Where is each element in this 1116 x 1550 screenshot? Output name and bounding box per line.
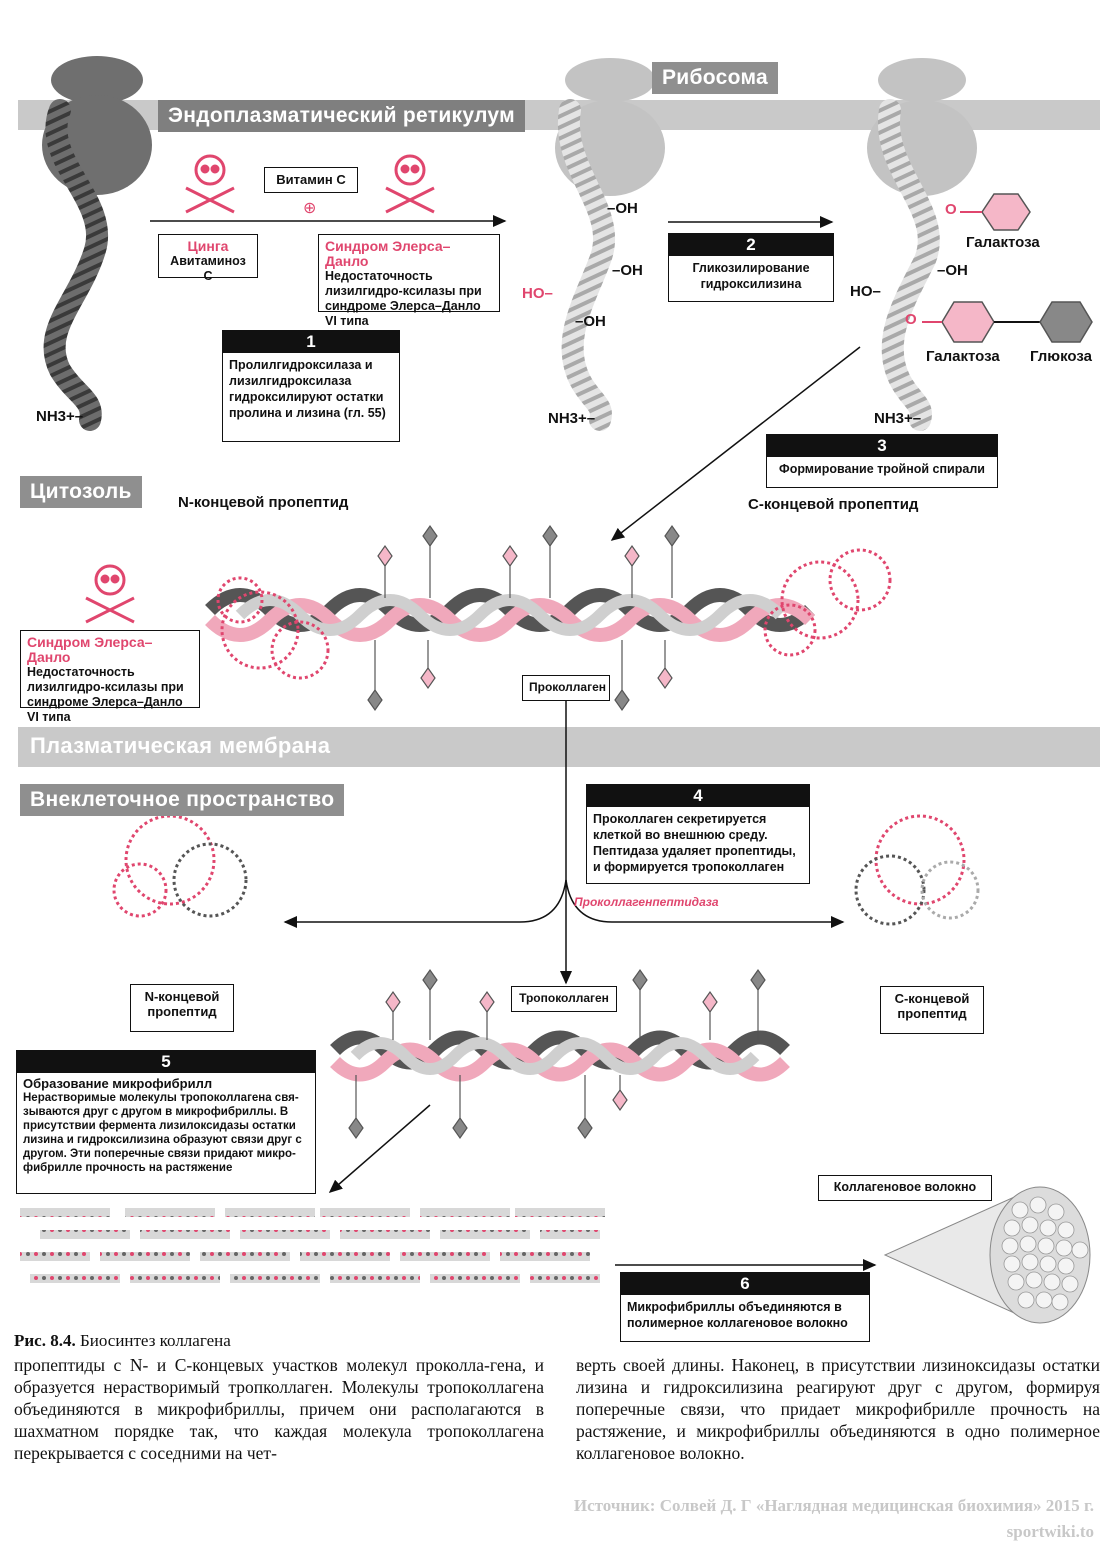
nh3-left: NH3+– <box>36 408 84 425</box>
caption-label: Рис. 8.4. <box>14 1331 76 1350</box>
arrow-to-c-propeptide <box>565 879 845 928</box>
n-propeptide-label: N-концевой пропептид <box>178 494 349 511</box>
step-1-box: 1 Пролилгидроксилаза и лизилгидроксилаза… <box>222 330 400 442</box>
n-propeptide-free <box>112 814 248 918</box>
arrow-to-n-propeptide <box>283 879 567 928</box>
plus-sign: ⊕ <box>303 200 317 217</box>
enzyme-label: Проколлагенпептидаза <box>574 895 719 909</box>
source-note: Источник: Солвей Д. Г «Наглядная медицин… <box>573 1496 1094 1515</box>
galactose-label: Галактоза <box>926 348 1000 365</box>
vitamin-c-box: Витамин С <box>264 167 358 193</box>
step-4-box: 4 Проколлаген секретируется клеткой во в… <box>586 784 810 884</box>
oh-label: –OH <box>937 262 968 279</box>
er-label: Эндоплазматический ретикулум <box>158 100 525 132</box>
eds-box-top: Синдром Элерса–Данло Недостаточность лиз… <box>318 234 500 328</box>
body-text-right: верть своей длины. Наконец, в присутстви… <box>576 1355 1100 1463</box>
extracellular-label: Внеклеточное пространство <box>20 784 345 816</box>
nh3-right: NH3+– <box>874 410 922 427</box>
microfibril-array <box>20 1208 605 1283</box>
ho-label: HO– <box>522 285 553 302</box>
membrane-band <box>18 727 1100 767</box>
site-name: sportwiki.to <box>1006 1522 1094 1541</box>
nh3-middle: NH3+– <box>548 410 596 427</box>
caption-text: Биосинтез коллагена <box>79 1331 231 1350</box>
step-5-title: Образование микрофибрилл <box>23 1076 213 1091</box>
ho-label: HO– <box>850 283 881 300</box>
scurvy-box: Цинга Авитаминоз С <box>158 234 258 283</box>
n-propeptide-globule <box>216 576 330 680</box>
galactose-hexagon <box>981 193 1031 231</box>
procollagen-triple-helix <box>205 524 892 712</box>
oh-label: –OH <box>575 313 606 330</box>
ribosome-label: Рибосома <box>652 62 779 94</box>
step-5-box: 5 Образование микрофибрилл Нерастворимые… <box>16 1050 316 1194</box>
skull-icon <box>385 154 435 214</box>
c-propeptide-free <box>854 814 980 926</box>
eds-box-mid: Синдром Элерса–Данло Недостаточность лиз… <box>20 630 200 724</box>
procollagen-sugar-chains <box>367 524 680 712</box>
arrow-step3 <box>610 346 861 541</box>
step-5-text: Нерастворимые молекулы тропоколлагена св… <box>23 1092 302 1174</box>
body-text-left: пропептиды с N- и С-концевых участков мо… <box>14 1355 544 1463</box>
step-2-box: 2 Гликозилирование гидроксилизина <box>668 233 834 302</box>
procollagen-label: Проколлаген <box>522 675 610 701</box>
tropocollagen-triple-helix <box>330 968 790 1140</box>
galactose-label: Галактоза <box>966 234 1040 251</box>
oh-label: –OH <box>612 262 643 279</box>
tropocollagen-label: Тропоколлаген <box>511 986 617 1012</box>
step-6-box: 6 Микрофибриллы объединяются в полимерно… <box>620 1272 870 1342</box>
c-propeptide-globule <box>763 548 892 657</box>
o-label: O <box>905 311 917 328</box>
membrane-label: Плазматическая мембрана <box>30 733 331 758</box>
polypeptide-chain-middle <box>557 99 616 431</box>
o-label: O <box>945 201 957 218</box>
glucose-hexagon <box>1039 301 1093 343</box>
polypeptide-chain-left <box>43 99 108 431</box>
c-propeptide-box: С-концевой пропептид <box>880 986 984 1034</box>
cytosol-label: Цитозоль <box>20 476 142 508</box>
collagen-fiber-label: Коллагеновое волокно <box>818 1175 992 1201</box>
collagen-biosynthesis-figure <box>20 56 1093 1324</box>
c-propeptide-label: С-концевой пропептид <box>748 496 919 513</box>
skull-icon <box>185 154 235 214</box>
collagen-fiber-icon <box>883 1186 1091 1324</box>
arrow-step5 <box>328 1104 431 1193</box>
skull-icon <box>85 564 135 624</box>
galactose-hexagon <box>941 301 995 343</box>
figure-caption: Рис. 8.4. Биосинтез коллагена <box>14 1331 231 1351</box>
polypeptide-chain-right <box>877 99 940 431</box>
step-3-box: 3 Формирование тройной спирали <box>766 434 998 488</box>
oh-label: –OH <box>607 200 638 217</box>
n-propeptide-box: N-концевой пропептид <box>130 984 234 1032</box>
glucose-label: Глюкоза <box>1030 348 1092 365</box>
